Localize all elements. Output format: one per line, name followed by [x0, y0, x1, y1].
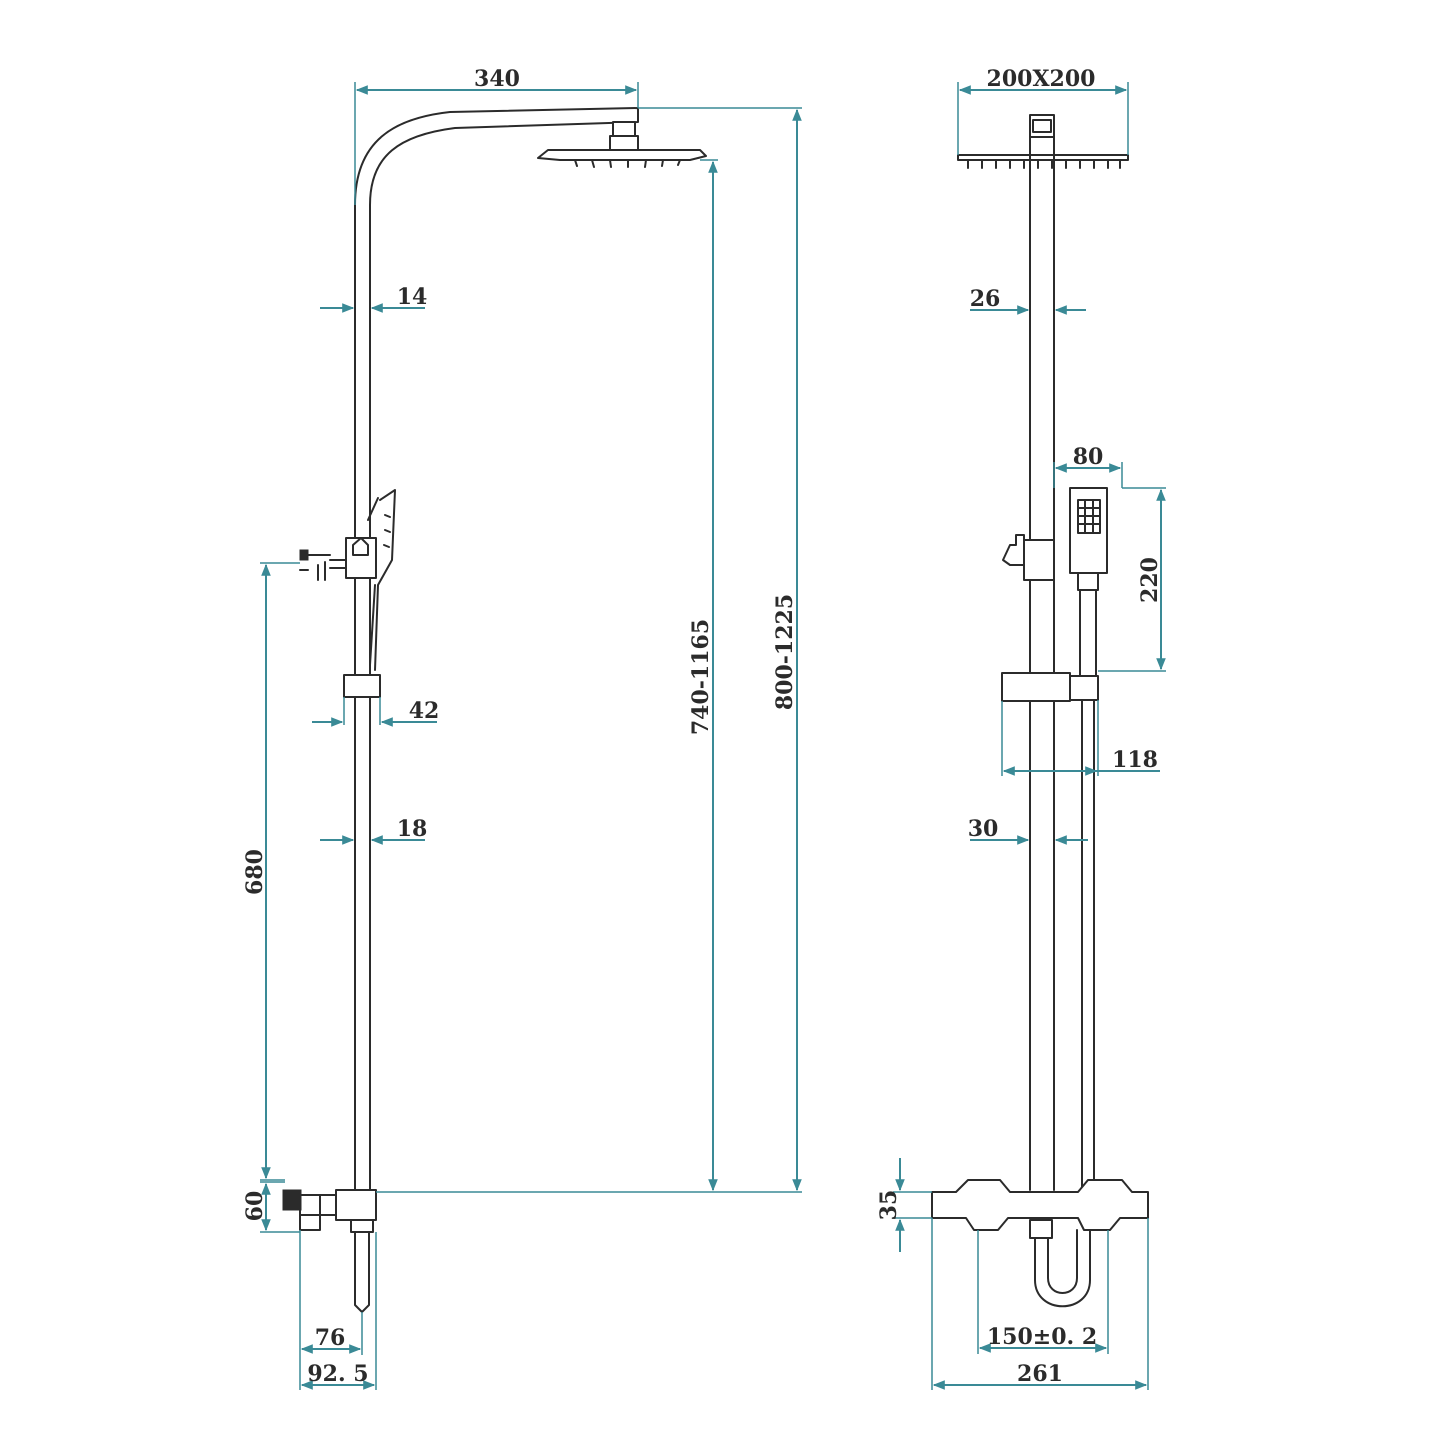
dim-pipe-upper-label: 26	[970, 286, 1001, 312]
side-wall-plate	[282, 1189, 302, 1211]
side-lower-pipe	[354, 539, 371, 1191]
side-hose-outlet	[299, 549, 309, 561]
dim-arm-length-label: 340	[474, 66, 520, 92]
dim-valve-width-label: 261	[1017, 1361, 1063, 1387]
dim-holder-label: 42	[409, 698, 440, 724]
front-hand-handle	[1077, 572, 1099, 676]
front-holder	[1001, 672, 1071, 702]
side-valve-body	[335, 1189, 377, 1221]
front-hose	[1081, 699, 1095, 1191]
side-hose-down	[354, 1231, 370, 1313]
front-rain-head	[957, 154, 1129, 161]
dim-inlet-depth-label: 92. 5	[307, 1361, 368, 1387]
dim-rail-height-label: 680	[242, 849, 268, 895]
front-hand-nozzle-grid	[1077, 499, 1101, 534]
dim-holder-span-label: 118	[1112, 747, 1158, 773]
side-riser-pipe	[354, 107, 639, 541]
dim-total-height-label: 800-1225	[772, 594, 798, 710]
front-upper-knob	[1002, 534, 1025, 566]
front-rain-nozzles	[967, 159, 1121, 169]
dim-inlet-offset-label: 76	[315, 1325, 346, 1351]
side-bracket-arm	[329, 559, 347, 569]
dim-head-height-label: 740-1165	[688, 619, 714, 735]
dim-hand-length-label: 220	[1137, 557, 1163, 603]
dim-tube-upper-label: 14	[397, 284, 428, 310]
side-rain-nozzles	[574, 159, 681, 168]
front-outlet-nut	[1029, 1219, 1053, 1239]
side-view-dimensions: 340 14 42 18 680 60 740-1165 800-1225	[242, 66, 802, 1390]
side-hand-nozzles	[383, 514, 391, 548]
front-main-pipe	[1029, 136, 1055, 1191]
dim-pipe-lower-label: 30	[968, 816, 999, 842]
front-head-connector-cap	[1032, 119, 1052, 133]
front-view-dimensions: 200X200 26 80 220 118 30 35 150±0. 2	[876, 66, 1166, 1390]
dim-valve-height-label: 35	[876, 1190, 902, 1221]
front-upper-bracket	[1023, 539, 1055, 581]
side-head-connector-lower	[609, 135, 639, 151]
front-view	[931, 114, 1149, 1308]
dim-tube-lower-label: 18	[397, 816, 428, 842]
front-u-bend	[1034, 1229, 1091, 1308]
front-holder-clip	[1069, 675, 1099, 701]
dim-outlet-height-label: 60	[242, 1191, 268, 1222]
side-view	[282, 107, 707, 1313]
side-rain-head	[537, 149, 707, 161]
side-upper-knob	[352, 537, 369, 556]
side-hand-holder	[343, 674, 381, 698]
side-wall-arm	[299, 1194, 337, 1231]
side-head-connector	[612, 121, 636, 137]
side-valve-stem	[350, 1219, 374, 1233]
dim-head-size-label: 200X200	[987, 66, 1096, 92]
dim-hand-width-label: 80	[1073, 444, 1104, 470]
dim-centers-label: 150±0. 2	[987, 1324, 1097, 1350]
side-hand-shower	[367, 489, 396, 671]
